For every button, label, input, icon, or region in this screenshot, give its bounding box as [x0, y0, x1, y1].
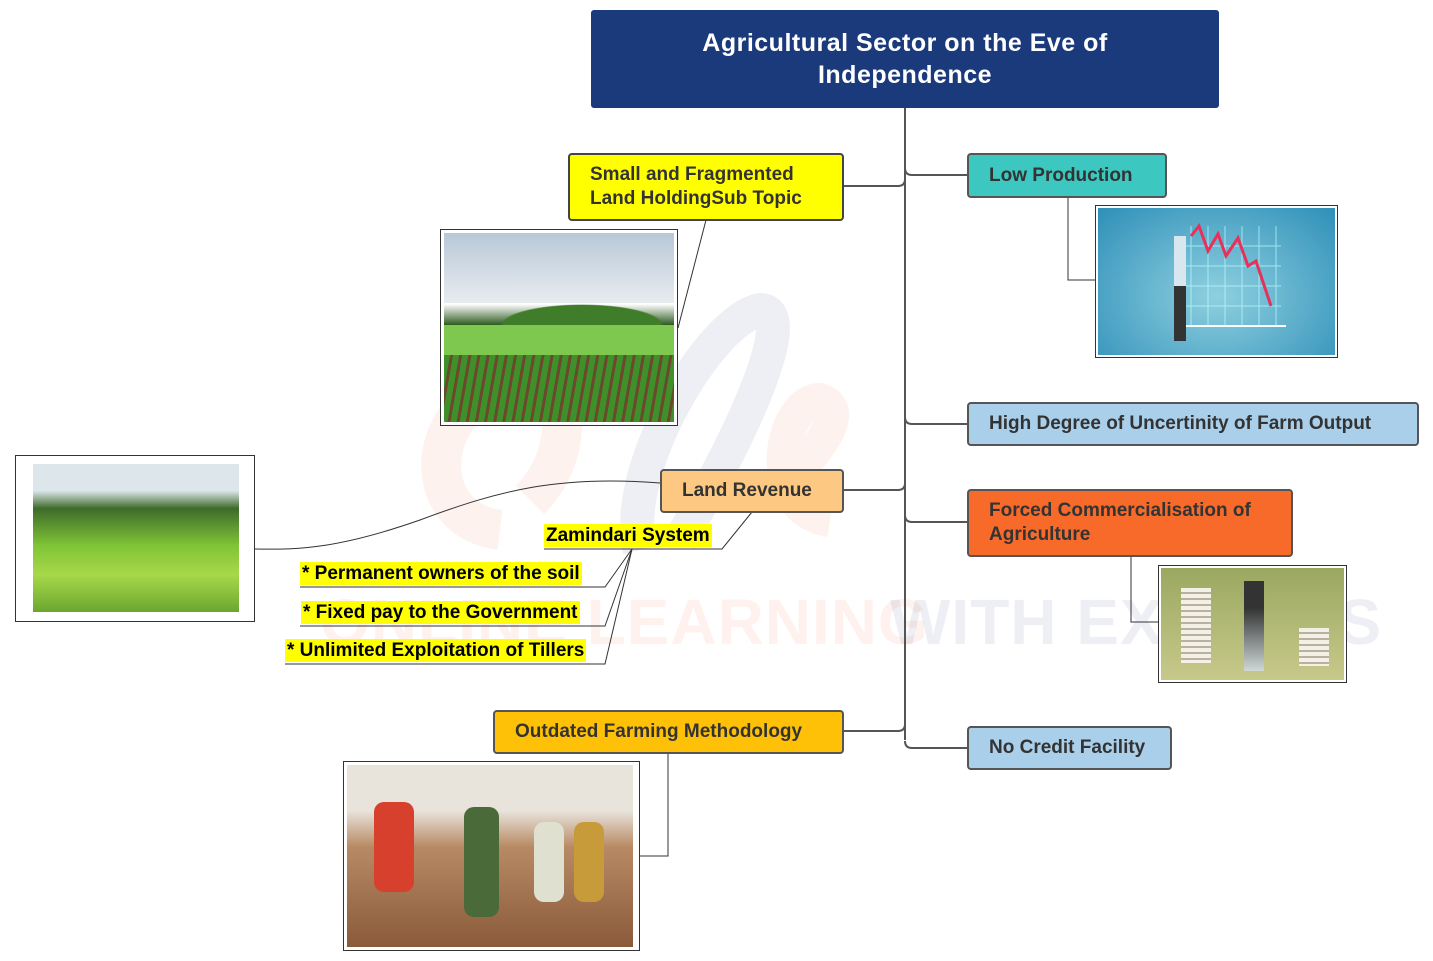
node-land-revenue[interactable]: Land Revenue [660, 469, 844, 513]
node-high-degree[interactable]: High Degree of Uncertinity of Farm Outpu… [967, 402, 1419, 446]
node-outdated-methodology[interactable]: Outdated Farming Methodology [493, 710, 844, 754]
rice-terrace-image [15, 455, 255, 622]
zamindari-point[interactable]: * Unlimited Exploitation of Tillers [285, 639, 587, 662]
node-small-fragmented[interactable]: Small and Fragmented Land HoldingSub Top… [568, 153, 844, 221]
commercialisation-image [1158, 565, 1347, 683]
node-label: Small and Fragmented Land HoldingSub Top… [590, 164, 802, 209]
central-topic[interactable]: Agricultural Sector on the Eve of Indepe… [591, 10, 1219, 108]
node-label: High Degree of Uncertinity of Farm Outpu… [989, 413, 1372, 434]
node-label: Forced Commercialisation of Agriculture [989, 500, 1251, 545]
node-label: Land Revenue [682, 480, 812, 501]
node-forced-commercialisation[interactable]: Forced Commercialisation of Agriculture [967, 489, 1293, 557]
declining-chart-image [1095, 205, 1338, 358]
node-label: Outdated Farming Methodology [515, 721, 803, 742]
node-no-credit[interactable]: No Credit Facility [967, 726, 1172, 770]
central-topic-label: Agricultural Sector on the Eve of Indepe… [702, 29, 1108, 89]
farmers-image [343, 761, 640, 951]
zamindari-point[interactable]: * Permanent owners of the soil [300, 562, 582, 585]
node-low-production[interactable]: Low Production [967, 153, 1167, 198]
zamindari-point[interactable]: * Fixed pay to the Government [301, 601, 580, 624]
node-label: Low Production [989, 164, 1133, 186]
field-image [440, 229, 678, 426]
node-label: No Credit Facility [989, 737, 1146, 758]
zamindari-system-label[interactable]: Zamindari System [544, 524, 712, 547]
